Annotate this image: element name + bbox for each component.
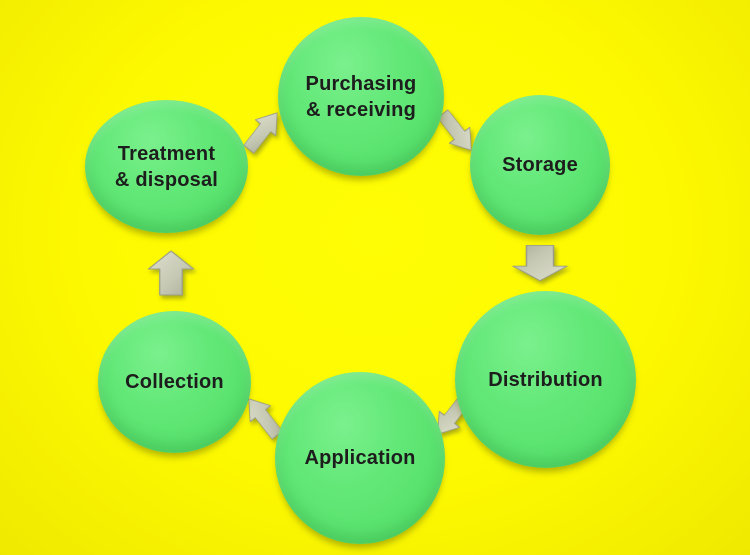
arrow-storage-to-distribution bbox=[512, 244, 568, 282]
cycle-node-storage: Storage bbox=[470, 95, 610, 235]
node-label-treatment-disposal: Treatment & disposal bbox=[114, 142, 219, 191]
node-label-collection: Collection bbox=[125, 371, 224, 393]
cycle-node-collection: Collection bbox=[98, 311, 251, 453]
node-label-purchasing-receiving: Purchasing & receiving bbox=[305, 72, 417, 121]
node-label-distribution: Distribution bbox=[488, 368, 603, 391]
cycle-node-purchasing-receiving: Purchasing & receiving bbox=[278, 17, 444, 176]
node-label-application: Application bbox=[304, 447, 416, 469]
cycle-node-distribution: Distribution bbox=[455, 291, 636, 468]
cycle-node-application: Application bbox=[275, 372, 445, 544]
node-label-storage: Storage bbox=[502, 154, 578, 176]
cycle-node-treatment-disposal: Treatment & disposal bbox=[85, 100, 248, 233]
arrow-collection-to-treatment bbox=[147, 250, 195, 296]
